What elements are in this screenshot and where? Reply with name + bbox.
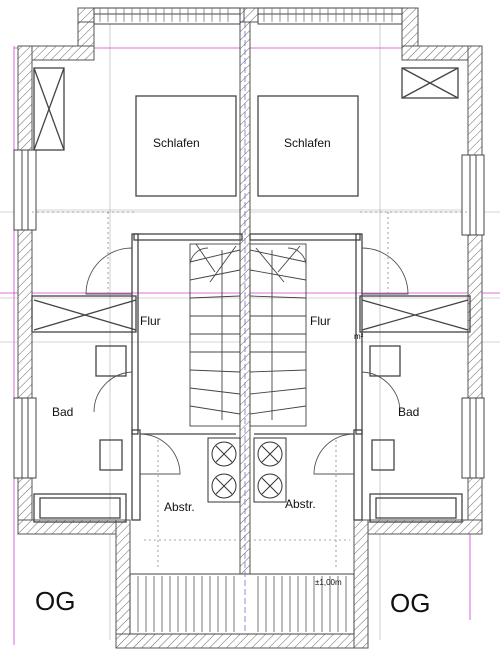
door-swings — [85, 247, 409, 475]
bottom-window-slats — [137, 576, 347, 632]
mark-label: m² — [354, 332, 364, 341]
room-label-schlafen-right: Schlafen — [284, 136, 331, 150]
interior-walls — [31, 67, 471, 523]
room-label-abstr-right: Abstr. — [285, 497, 316, 511]
dotted-lines — [32, 211, 468, 570]
shafts — [207, 437, 287, 503]
room-label-flur-right: Flur — [310, 314, 331, 328]
room-label-abstr-left: Abstr. — [164, 500, 195, 514]
room-label-flur-left: Flur — [140, 314, 161, 328]
room-label-bad-right: Bad — [398, 405, 420, 419]
staircase — [189, 243, 307, 427]
floor-label-left: OG — [35, 586, 76, 616]
windows — [13, 7, 485, 635]
dimension-label: ±1,00m — [315, 578, 342, 587]
room-label-schlafen-left: Schlafen — [153, 136, 200, 150]
room-label-bad-left: Bad — [52, 405, 74, 419]
top-wall-slats — [99, 8, 393, 22]
floor-label-right: OG — [390, 588, 431, 618]
